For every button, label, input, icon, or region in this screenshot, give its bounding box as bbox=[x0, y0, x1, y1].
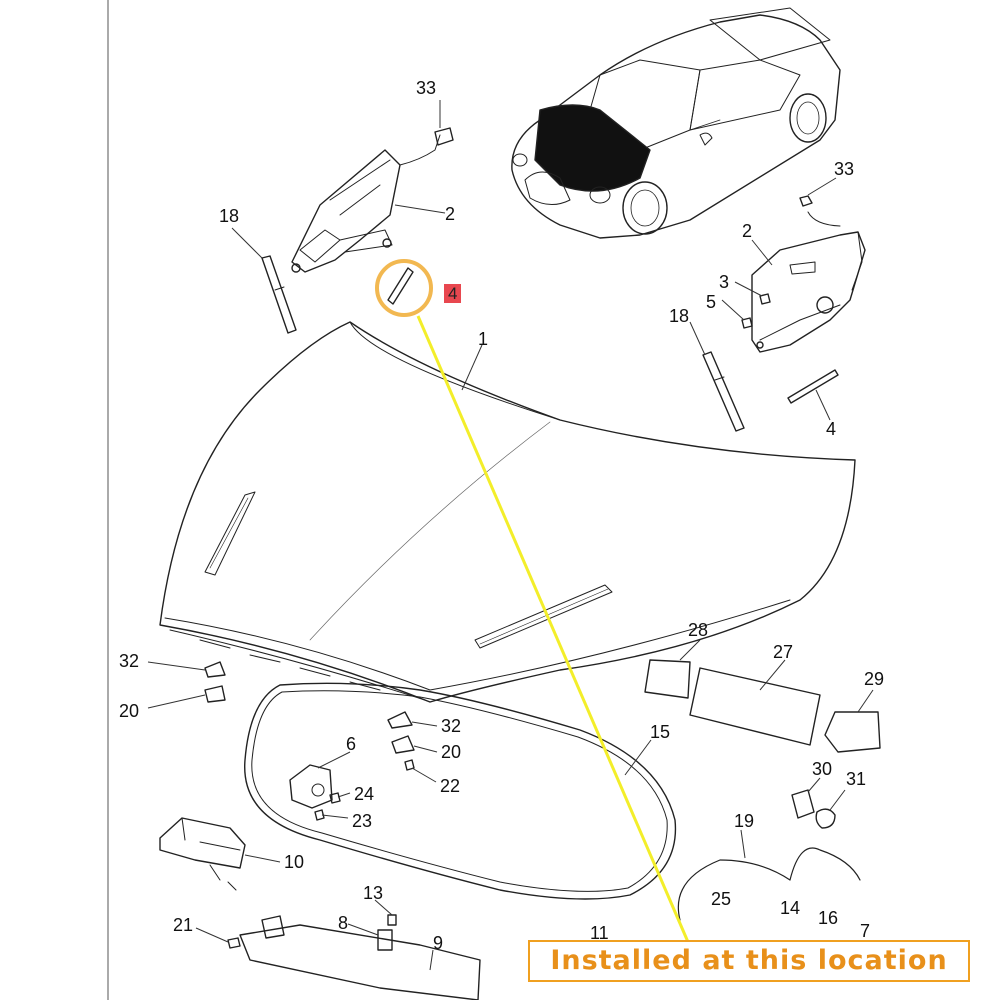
callout-14: 14 bbox=[780, 898, 801, 918]
callout-7: 7 bbox=[860, 921, 871, 941]
callout-18-right: 18 bbox=[669, 306, 690, 326]
callout-9: 9 bbox=[433, 933, 444, 953]
callout-30: 30 bbox=[812, 759, 833, 779]
latch-housing bbox=[159, 817, 246, 891]
leader-lines bbox=[147, 100, 874, 971]
bump-stop-base-right bbox=[391, 735, 415, 754]
callout-10: 10 bbox=[284, 852, 305, 872]
pad-28 bbox=[644, 659, 691, 699]
callout-32-left: 32 bbox=[119, 651, 140, 671]
insulation-27 bbox=[689, 667, 821, 746]
bump-stop-base-left bbox=[204, 685, 226, 703]
callout-11: 11 bbox=[590, 923, 609, 943]
right-gas-strut bbox=[702, 351, 745, 432]
callout-19: 19 bbox=[734, 811, 755, 831]
callout-1: 1 bbox=[478, 329, 489, 349]
bonnet-seal bbox=[244, 682, 677, 900]
installed-location-note: Installed at this location bbox=[528, 940, 970, 982]
pad-29 bbox=[824, 711, 881, 753]
callout-15: 15 bbox=[650, 722, 671, 742]
callout-31: 31 bbox=[846, 769, 867, 789]
highlighted-strut bbox=[387, 267, 414, 305]
callout-33-right: 33 bbox=[834, 159, 855, 179]
car-illustration bbox=[511, 7, 841, 239]
bump-stop-right bbox=[387, 711, 413, 729]
bonnet bbox=[159, 321, 856, 703]
pointer-line bbox=[416, 315, 690, 943]
callout-4-right: 4 bbox=[826, 419, 837, 439]
callout-22: 22 bbox=[440, 776, 461, 796]
callout-20-right: 20 bbox=[441, 742, 462, 762]
callout-21: 21 bbox=[173, 915, 194, 935]
callout-32-right: 32 bbox=[441, 716, 462, 736]
right-hinge bbox=[741, 195, 866, 353]
highlight-circle bbox=[375, 259, 433, 317]
right-small-strut bbox=[787, 369, 839, 404]
callout-23: 23 bbox=[352, 811, 373, 831]
callout-24: 24 bbox=[354, 784, 375, 804]
bonnet-lock bbox=[289, 764, 341, 821]
bump-stop-left bbox=[204, 661, 226, 678]
callout-5: 5 bbox=[706, 292, 717, 312]
screw-22 bbox=[404, 759, 415, 771]
callout-25: 25 bbox=[711, 889, 732, 909]
callout-13: 13 bbox=[363, 883, 384, 903]
callout-4-highlighted: 4 bbox=[444, 284, 462, 303]
left-gas-strut bbox=[261, 255, 297, 334]
release-cable bbox=[677, 847, 861, 921]
callout-16: 16 bbox=[818, 908, 839, 928]
clip-31 bbox=[815, 808, 836, 829]
callout-2-left: 2 bbox=[445, 204, 456, 224]
callout-8: 8 bbox=[338, 913, 349, 933]
callout-2-right: 2 bbox=[742, 221, 753, 241]
callout-33-left: 33 bbox=[416, 78, 437, 98]
callout-20-left: 20 bbox=[119, 701, 140, 721]
callout-3: 3 bbox=[719, 272, 730, 292]
callout-27: 27 bbox=[773, 642, 794, 662]
callout-28: 28 bbox=[688, 620, 709, 640]
grommet-30 bbox=[791, 789, 815, 819]
callout-29: 29 bbox=[864, 669, 885, 689]
callout-6: 6 bbox=[346, 734, 357, 754]
left-hinge bbox=[291, 127, 454, 273]
lock-carrier bbox=[227, 914, 481, 1001]
callout-18-left: 18 bbox=[219, 206, 240, 226]
